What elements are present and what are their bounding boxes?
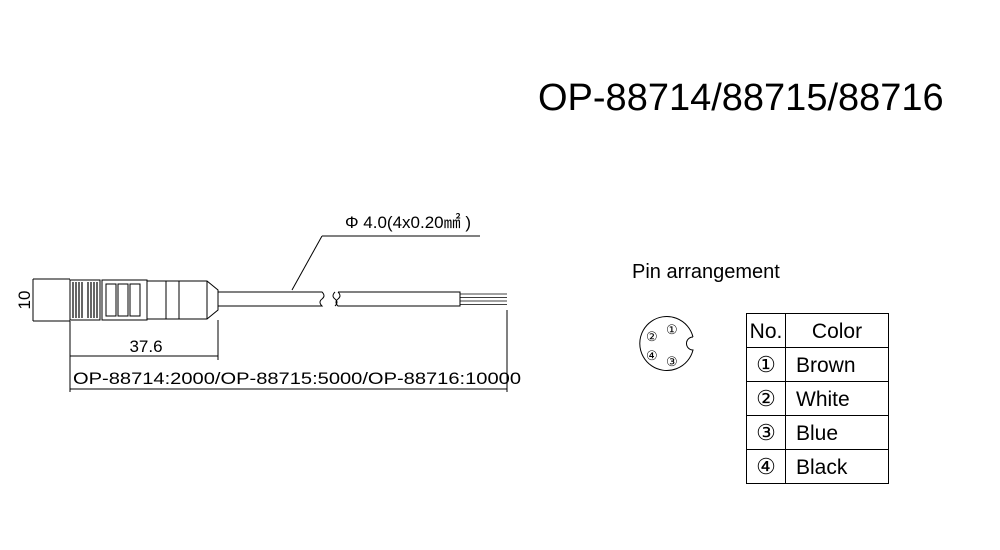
cable-spec-label: Φ 4.0(4x0.20㎟ ): [345, 213, 471, 232]
header-no: No.: [750, 320, 783, 343]
row-no: ④: [756, 454, 776, 479]
connector: [32, 278, 219, 322]
row-color: White: [796, 388, 850, 411]
pin-1: ①: [666, 322, 678, 337]
row-no: ②: [756, 386, 776, 411]
dim-connector-length-label: 37.6: [129, 337, 162, 356]
pin-color-table: No. Color ① Brown ② White ③ Blue ④ Black: [746, 313, 889, 484]
dim-total-length-label: OP-88714:2000/OP-88715:5000/OP-88716:100…: [73, 369, 521, 388]
pin-4: ④: [646, 348, 658, 363]
pin-3: ③: [666, 354, 678, 369]
row-color: Black: [796, 456, 848, 479]
row-no: ①: [756, 352, 776, 377]
dim-height-label: 10: [15, 291, 34, 310]
pin-face-diagram: ① ② ③ ④: [639, 316, 694, 371]
row-no: ③: [756, 420, 776, 445]
cable: [218, 235, 507, 307]
row-color: Brown: [796, 354, 856, 377]
pin-2: ②: [646, 329, 658, 344]
row-color: Blue: [796, 422, 838, 445]
header-color: Color: [812, 320, 862, 343]
drawing-title: OP-88714/88715/88716: [538, 77, 944, 119]
pin-arrangement-heading: Pin arrangement: [632, 261, 780, 283]
